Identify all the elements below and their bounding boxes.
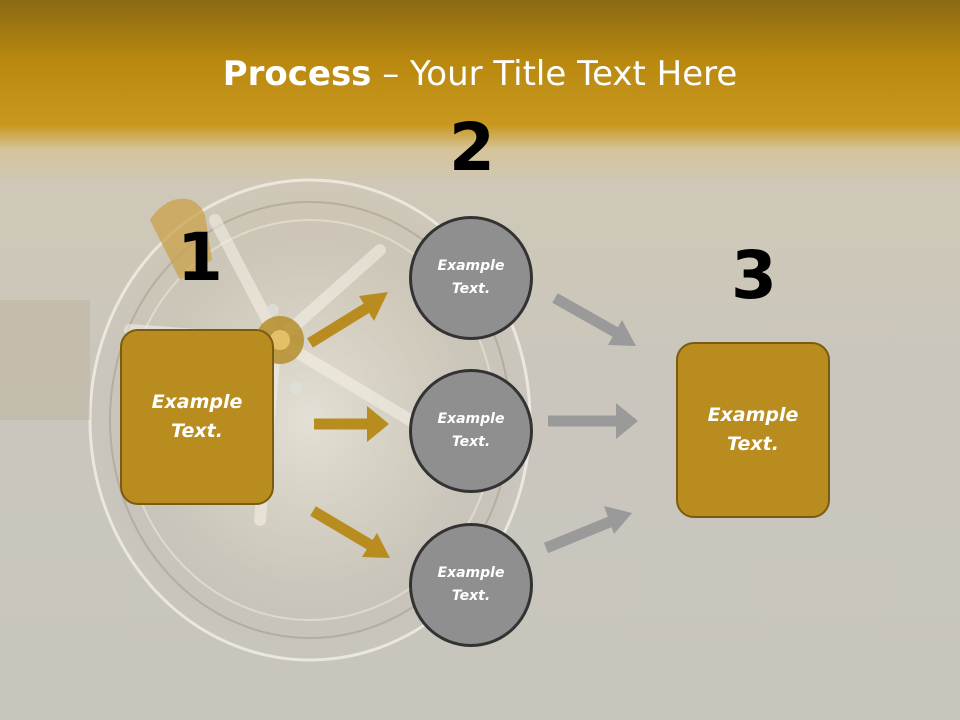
step-number-3: 3	[731, 237, 777, 314]
middle-circle-center: Example Text.	[409, 369, 533, 493]
arrow-center-to-right	[548, 403, 638, 439]
middle-circle-top: Example Text.	[409, 216, 533, 340]
arrow-top-to-right	[552, 293, 636, 346]
step-number-1: 1	[177, 219, 223, 296]
arrow-left-to-top	[307, 292, 388, 348]
slide-title: Process – Your Title Text Here	[0, 52, 960, 96]
title-bold-part: Process	[222, 54, 372, 94]
left-step-box: Example Text.	[120, 329, 274, 505]
step-number-2: 2	[449, 109, 495, 186]
arrow-left-to-bottom	[310, 506, 390, 558]
arrow-left-to-center	[314, 406, 389, 442]
right-step-box: Example Text.	[676, 342, 830, 518]
title-rest-part: – Your Title Text Here	[371, 54, 738, 94]
arrow-bottom-to-right	[543, 506, 632, 554]
middle-circle-bottom: Example Text.	[409, 523, 533, 647]
